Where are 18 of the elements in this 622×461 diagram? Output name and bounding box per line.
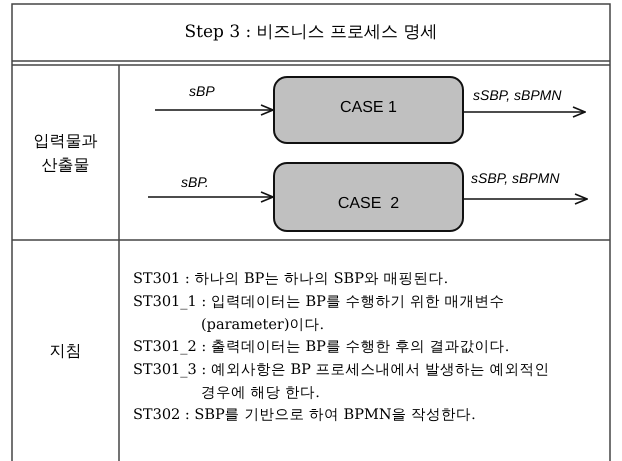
arrow bbox=[464, 106, 586, 118]
guideline-text: ST301_2 : 출력데이터는 BP를 수행한 후의 결과값이다. bbox=[133, 338, 510, 357]
guideline-text: ST301_3 : 예외사항은 BP 프로세스내에서 발생하는 예외적인 경우에 해당 한다. bbox=[133, 361, 551, 402]
edge-label: sSBP, sBPMN bbox=[472, 87, 562, 103]
arrow bbox=[148, 191, 274, 203]
process-box: CASE 2 bbox=[273, 162, 464, 232]
guideline-text: ST302 : SBP를 기반으로 하여 BPMN을 작성한다. bbox=[133, 406, 477, 425]
arrow bbox=[155, 104, 274, 116]
process-box: CASE 1 bbox=[273, 76, 464, 144]
edge-label: sSBP, sBPMN bbox=[470, 170, 560, 186]
table-title: Step 3 : 비즈니스 프로세스 명세 bbox=[184, 21, 438, 44]
guideline-text: ST301_1 : 입력데이터는 BP를 수행하기 위한 매개변수 (parameter)이다. bbox=[133, 293, 506, 334]
row-header: 지침 bbox=[48, 340, 82, 362]
arrow bbox=[464, 193, 588, 205]
row-header: 입력물과 산출물 bbox=[32, 130, 98, 176]
edge-label: sBP bbox=[188, 83, 216, 99]
guideline-text: ST301 : 하나의 BP는 하나의 SBP와 매핑된다. bbox=[133, 270, 450, 289]
edge-label: sBP. bbox=[180, 174, 210, 190]
